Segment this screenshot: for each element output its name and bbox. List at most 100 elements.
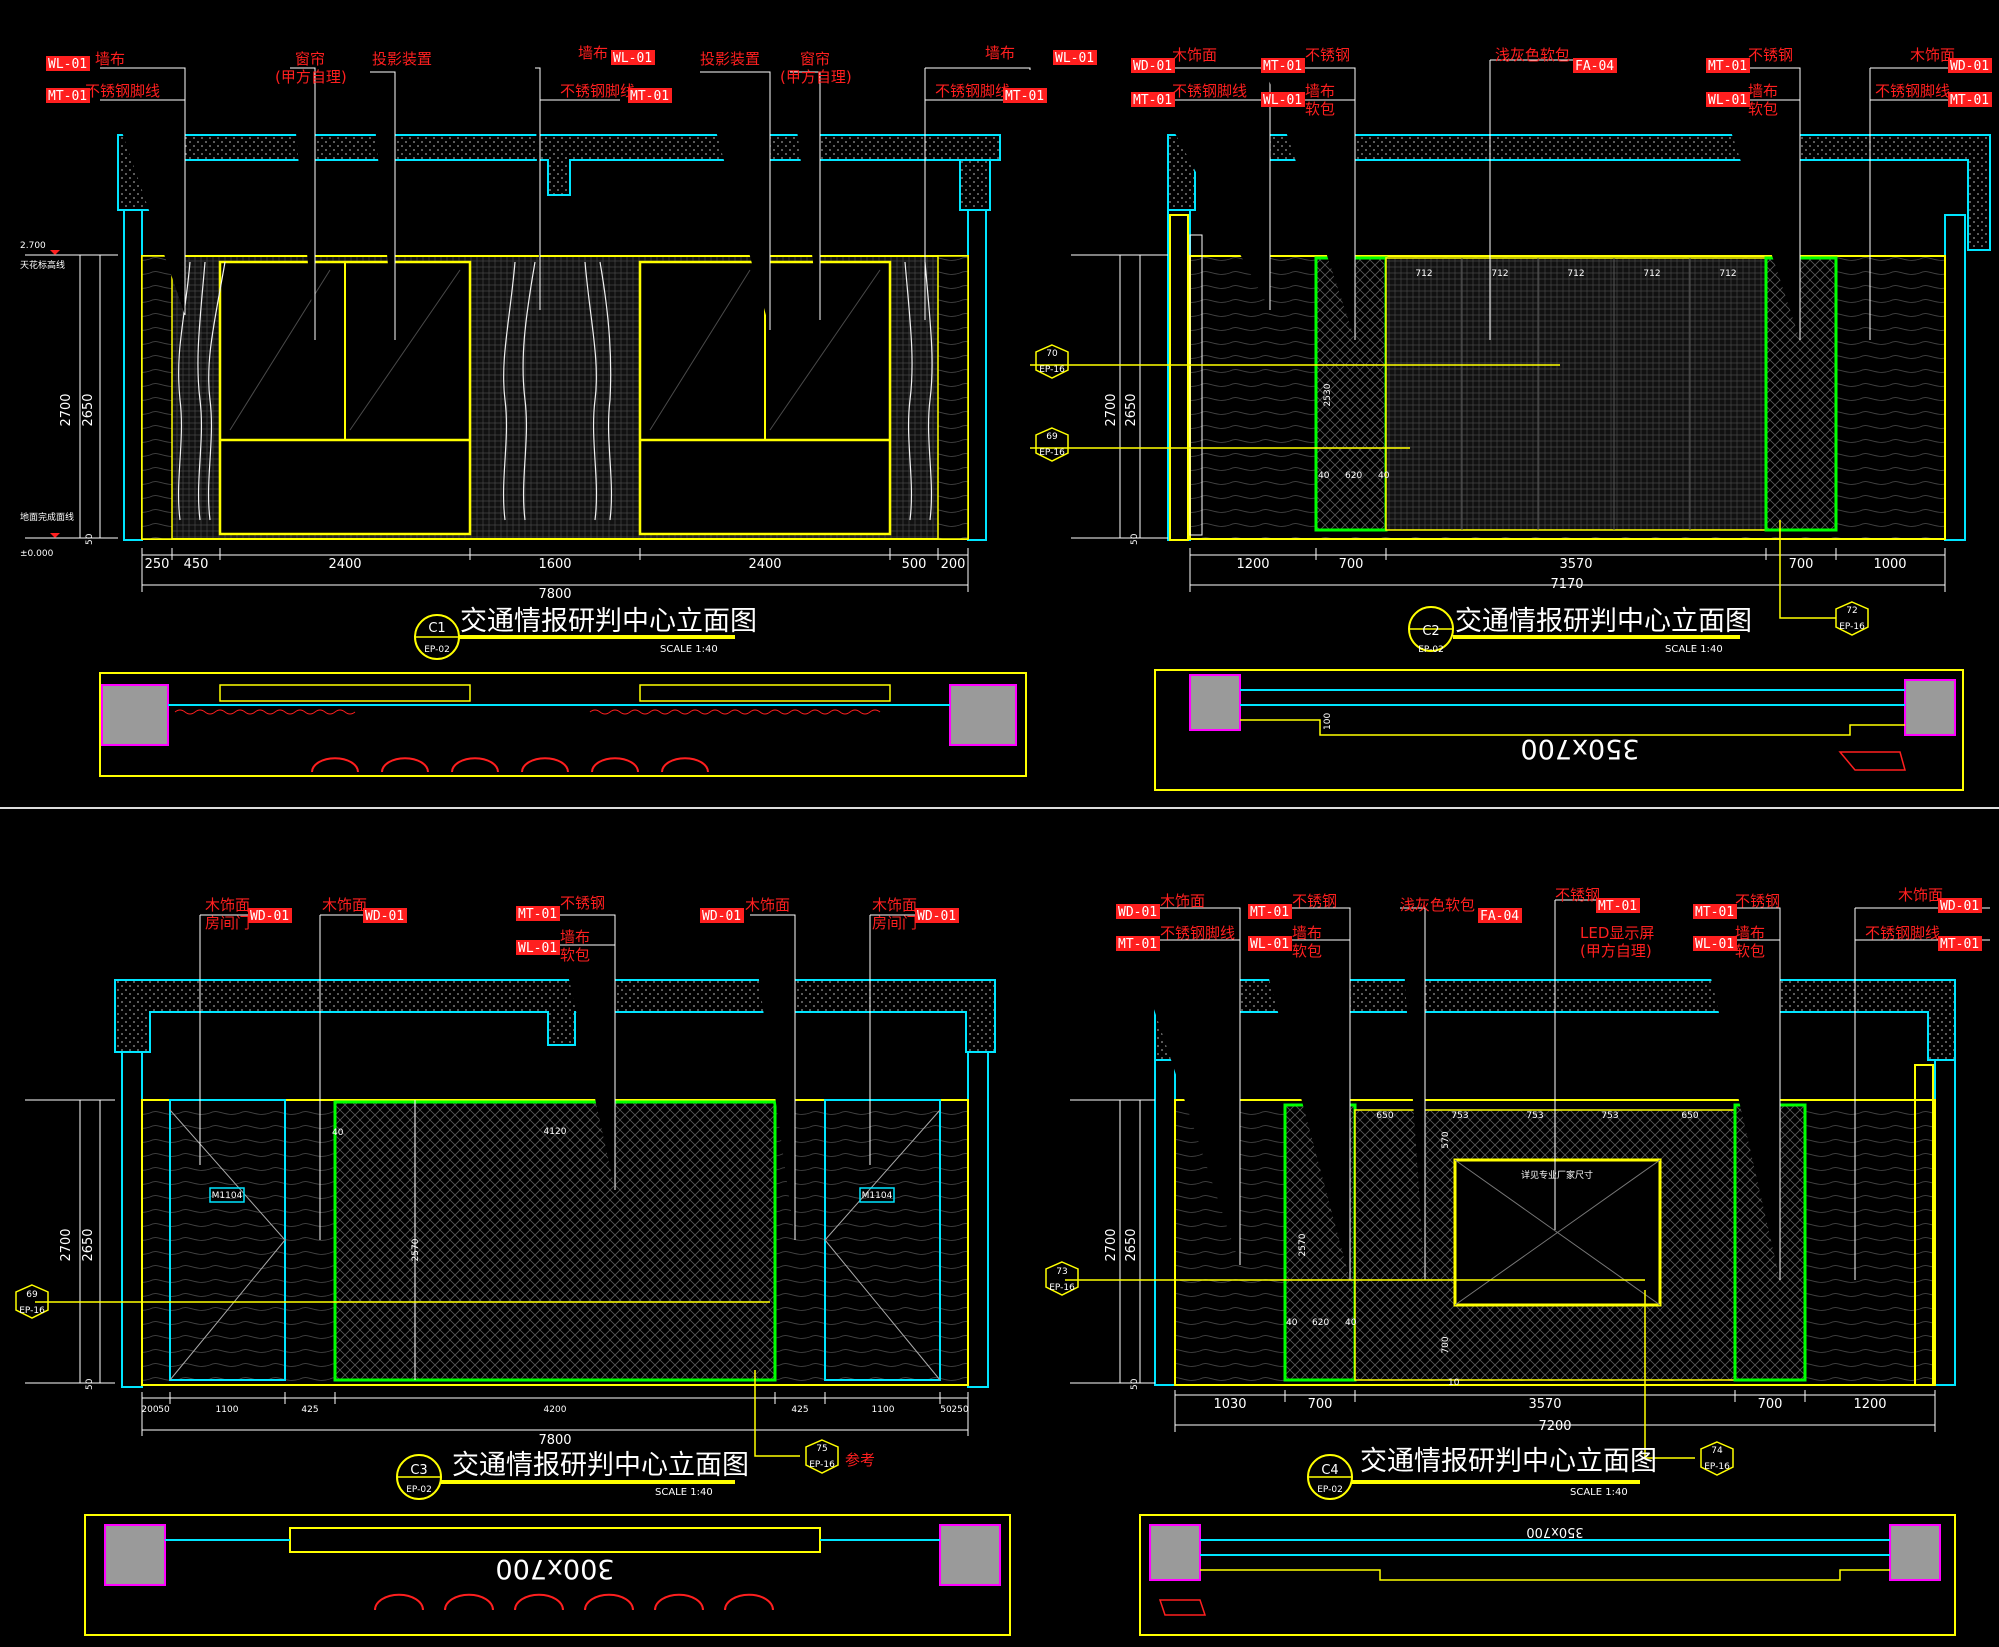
c2-code-4: FA-04 — [1575, 59, 1614, 74]
c4-inner-6: 10 — [1448, 1378, 1460, 1388]
c1-code-9: MT-01 — [1005, 89, 1044, 104]
c4-screen-note: 详见专业厂家尺寸 — [1521, 1169, 1593, 1181]
c4-label-2: 不锈钢 — [1292, 892, 1337, 910]
c1-code-4: WL-01 — [613, 51, 652, 66]
c2-code-6-box — [1706, 92, 1750, 107]
c4-code-8: WL-01 — [1695, 937, 1734, 952]
c2-label-0: 木饰面 — [1172, 46, 1217, 64]
c1-level-bot: ±0.000 — [20, 549, 54, 559]
c4-total: 7200 — [1538, 1419, 1571, 1434]
c4-code-4-box — [1478, 908, 1522, 923]
c2-code-1: MT-01 — [1133, 93, 1172, 108]
c4-sub-3: 软包 — [1292, 942, 1322, 960]
c1-code-5: MT-01 — [630, 89, 669, 104]
c2-total: 7170 — [1550, 577, 1583, 592]
c3-dim-7: 50 — [940, 1405, 952, 1415]
c3-inner-0: 4120 — [544, 1127, 567, 1137]
c1-dim-3: 1600 — [538, 557, 571, 572]
c3-code-3-box — [516, 940, 560, 955]
c4-label-1: 不锈钢脚线 — [1160, 924, 1235, 942]
c3-code-1: WD-01 — [365, 909, 404, 924]
c4-label-3: 墙布 — [1292, 924, 1322, 942]
c2-inner-0: 2530 — [1323, 383, 1333, 406]
c4-code-1: MT-01 — [1118, 937, 1157, 952]
c1-level-top: 2.700 — [20, 241, 46, 251]
c4-code-1-box — [1116, 936, 1160, 951]
c2-panel-dim-2: 712 — [1567, 269, 1584, 279]
c2-dim-3: 700 — [1789, 557, 1814, 572]
c4-code-0: WD-01 — [1118, 905, 1157, 920]
c1-dim-2: 2400 — [328, 557, 361, 572]
c1-code-1-box — [46, 88, 90, 103]
c2-inner-3: 40 — [1378, 471, 1390, 481]
c4-panel-dim-4: 650 — [1681, 1111, 1698, 1121]
c3-plan-note: 300x700 — [495, 1553, 614, 1584]
c4-id: C4 — [1321, 1463, 1338, 1478]
c3-vdim-0: 2700 — [59, 1228, 74, 1261]
view-c2 — [1030, 59, 1991, 791]
c2-vdim-1: 2650 — [1124, 393, 1139, 426]
c4-label-9: 木饰面 — [1898, 886, 1943, 904]
c3-code-4: WD-01 — [702, 909, 741, 924]
c2-scale: SCALE 1:40 — [1665, 644, 1723, 655]
c1-dim-1: 450 — [184, 557, 209, 572]
c1-label-8: 墙布 — [985, 44, 1015, 62]
c2-vdim-0: 2700 — [1104, 393, 1119, 426]
c3-id: C3 — [410, 1463, 427, 1478]
c3-code-5-box — [915, 908, 959, 923]
c1-vdim-1: 2650 — [81, 393, 96, 426]
c1-ref: EP-02 — [424, 645, 450, 655]
c3-sub-0: 房间门 — [205, 914, 250, 932]
c4-inner-0: 570 — [1441, 1131, 1451, 1148]
c3-label-2: 不锈钢 — [560, 894, 605, 912]
c2-callout-1: 69 — [1046, 432, 1058, 442]
c2-id: C2 — [1422, 624, 1439, 639]
c3-sub-3: 软包 — [560, 946, 590, 964]
c2-code-4-box — [1573, 58, 1617, 73]
c4-inner-4: 40 — [1345, 1318, 1357, 1328]
c2-label-5: 不锈钢 — [1748, 46, 1793, 64]
c1-code-1: MT-01 — [48, 89, 87, 104]
c2-callout-ref-2: EP-16 — [1839, 622, 1865, 632]
c2-panel-dim-3: 712 — [1643, 269, 1660, 279]
c4-label-7: 不锈钢 — [1735, 892, 1780, 910]
c4-dim-3: 700 — [1758, 1397, 1783, 1412]
c1-code-0-box — [46, 56, 90, 71]
c2-code-5: MT-01 — [1708, 59, 1747, 74]
c4-code-7: MT-01 — [1695, 905, 1734, 920]
c1-dim-0: 250 — [145, 557, 170, 572]
c2-panel-dim-1: 712 — [1491, 269, 1508, 279]
c1-code-5-box — [628, 88, 672, 103]
c2-code-1-box — [1131, 92, 1175, 107]
c1-dim-4: 2400 — [748, 557, 781, 572]
c4-code-2: MT-01 — [1250, 905, 1289, 920]
c1-label-3: 投影装置 — [372, 50, 432, 68]
c1-level-note-bot: 地面完成面线 — [20, 511, 74, 523]
c3-door-0: M1104 — [212, 1191, 243, 1201]
c1-dim-6: 200 — [941, 557, 966, 572]
c1-vdim-2: 50 — [85, 533, 95, 545]
c2-code-7: WD-01 — [1950, 59, 1989, 74]
view-c3 — [15, 914, 1011, 1636]
c4-inner-3: 620 — [1312, 1318, 1329, 1328]
c3-vdim-2: 50 — [85, 1378, 95, 1390]
c4-code-9-box — [1938, 898, 1982, 913]
c1-label-7: 窗帘 — [800, 50, 830, 68]
c3-dim-2: 1100 — [216, 1405, 239, 1415]
c2-sub-3: 软包 — [1305, 100, 1335, 118]
c3-code-5: WD-01 — [917, 909, 956, 924]
c3-label-3: 墙布 — [560, 928, 590, 946]
c2-code-3-box — [1261, 92, 1305, 107]
c2-code-2: MT-01 — [1263, 59, 1302, 74]
c2-code-0: WD-01 — [1133, 59, 1172, 74]
c3-ref: EP-02 — [406, 1485, 432, 1495]
c3-title: 交通情报研判中心立面图 — [452, 1450, 749, 1481]
c4-ref: EP-02 — [1317, 1485, 1343, 1495]
c4-code-10: MT-01 — [1940, 937, 1979, 952]
c3-dim-4: 4200 — [544, 1405, 567, 1415]
c4-label-5: 不锈钢 — [1555, 886, 1600, 904]
c1-dim-5: 500 — [902, 557, 927, 572]
c4-sub-6: (甲方自理) — [1580, 942, 1652, 960]
c4-vdim-1: 2650 — [1124, 1228, 1139, 1261]
